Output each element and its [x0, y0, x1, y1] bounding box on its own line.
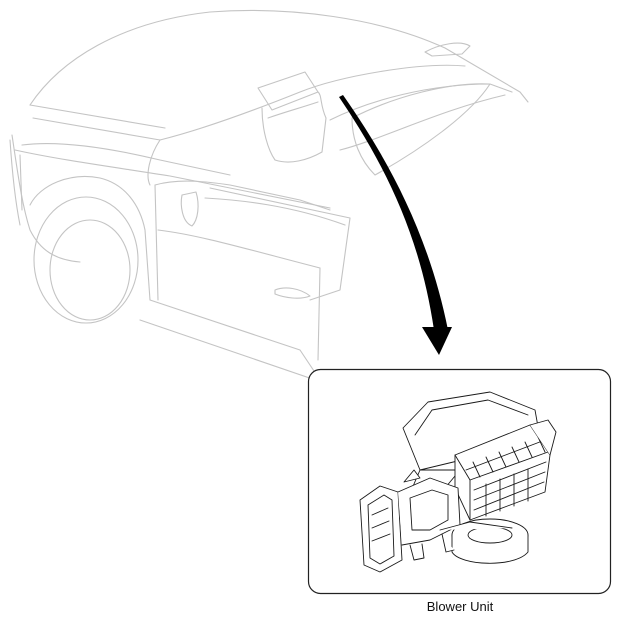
blower-unit-icon — [359, 391, 557, 573]
car-outline-icon — [9, 9, 529, 396]
figure-caption: Blower Unit — [426, 599, 494, 614]
curved-arrow-icon — [339, 95, 452, 355]
